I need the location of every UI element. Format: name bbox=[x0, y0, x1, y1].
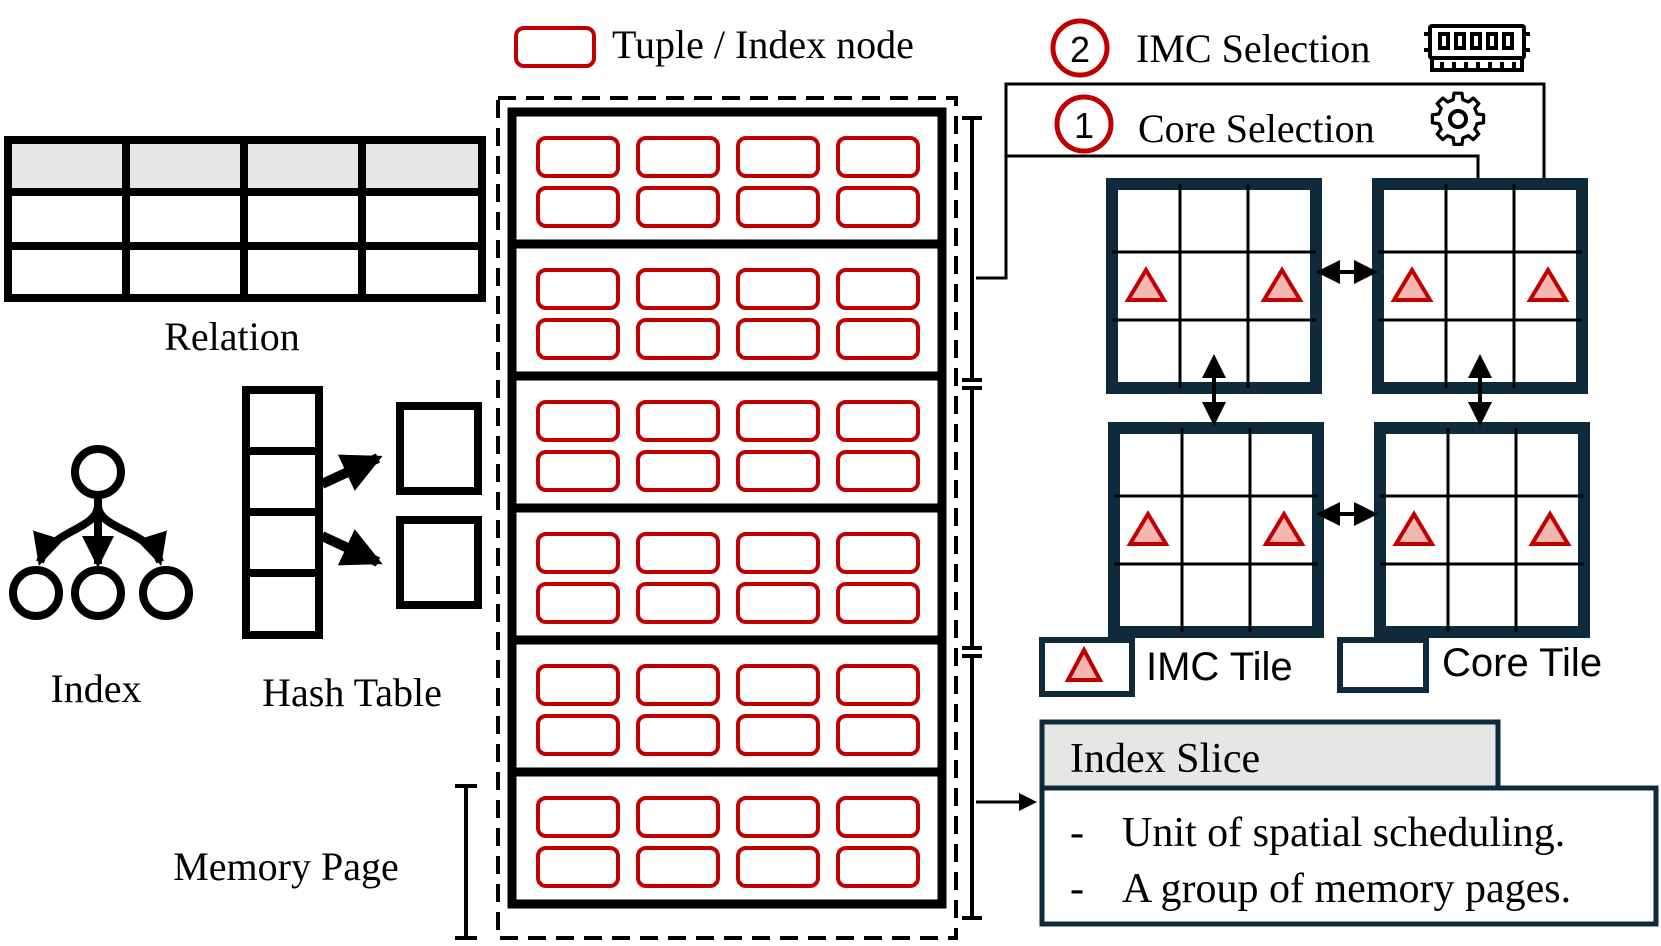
index-slice-bullet-marker-1: - bbox=[1070, 810, 1084, 856]
imc-step-number: 2 bbox=[1070, 29, 1090, 70]
tuple-node bbox=[636, 846, 720, 888]
hash-table-icon bbox=[242, 386, 482, 639]
tuple-node bbox=[636, 714, 720, 756]
imc-triangle-icon bbox=[1528, 510, 1572, 546]
index-label: Index bbox=[50, 666, 141, 711]
core-selection: 1 Core Selection bbox=[1054, 94, 1375, 154]
tuple-node bbox=[636, 582, 720, 624]
core-tile-label: Core Tile bbox=[1442, 641, 1602, 685]
imc-tile-legend: IMC Tile bbox=[1039, 637, 1293, 697]
tuple-legend-label: Tuple / Index node bbox=[612, 22, 914, 67]
tuple-node bbox=[536, 532, 620, 574]
tuple-node bbox=[836, 450, 920, 492]
tuple-node bbox=[836, 796, 920, 838]
tuple-node bbox=[836, 664, 920, 706]
tuple-node bbox=[736, 450, 820, 492]
tuple-node bbox=[636, 400, 720, 442]
tuple-node bbox=[636, 186, 720, 228]
tuple-node bbox=[636, 136, 720, 178]
tuple-node bbox=[836, 532, 920, 574]
tuple-node bbox=[636, 268, 720, 310]
tile-grid bbox=[1106, 178, 1590, 638]
tuple-node bbox=[736, 400, 820, 442]
tuple-node bbox=[736, 582, 820, 624]
tuple-node bbox=[836, 714, 920, 756]
tuple-node bbox=[636, 318, 720, 360]
imc-selection: 2 IMC Selection bbox=[1050, 18, 1370, 78]
hash-table-label: Hash Table bbox=[262, 670, 442, 715]
imc-triangle-icon bbox=[1262, 510, 1306, 546]
tuple-node bbox=[836, 186, 920, 228]
tuple-node bbox=[836, 582, 920, 624]
tuple-node bbox=[836, 846, 920, 888]
index-slice-title: Index Slice bbox=[1070, 736, 1260, 782]
tuple-node bbox=[536, 450, 620, 492]
core-step-number: 1 bbox=[1074, 105, 1094, 146]
imc-tile-label: IMC Tile bbox=[1146, 645, 1293, 689]
tuple-node bbox=[536, 582, 620, 624]
tuple-node bbox=[736, 532, 820, 574]
tuple-node bbox=[636, 796, 720, 838]
tuple-node bbox=[536, 186, 620, 228]
tuple-node bbox=[836, 136, 920, 178]
core-tile-legend: Core Tile bbox=[1337, 637, 1602, 693]
tuple-node bbox=[536, 714, 620, 756]
tuple-node bbox=[736, 318, 820, 360]
imc-triangle-icon bbox=[1390, 266, 1434, 302]
tuple-node bbox=[736, 136, 820, 178]
tile-links bbox=[1202, 260, 1492, 526]
relation-table bbox=[4, 136, 486, 302]
imc-triangle-icon bbox=[1064, 645, 1104, 682]
tuple-node bbox=[836, 400, 920, 442]
imc-triangle-icon bbox=[1260, 266, 1304, 302]
memory-page-bracket bbox=[455, 784, 477, 940]
imc-triangle-icon bbox=[1126, 510, 1170, 546]
tuple-node bbox=[536, 400, 620, 442]
index-slice-bullet-2: A group of memory pages. bbox=[1122, 866, 1571, 912]
tuple-node bbox=[536, 664, 620, 706]
tuple-node bbox=[536, 136, 620, 178]
slice-brackets bbox=[962, 116, 982, 920]
relation-label: Relation bbox=[164, 314, 300, 359]
tuple-node bbox=[736, 186, 820, 228]
memory-pages bbox=[507, 107, 947, 909]
tile bbox=[1108, 422, 1324, 638]
tuple-node bbox=[536, 318, 620, 360]
tuple-node bbox=[736, 268, 820, 310]
tuple-node bbox=[836, 318, 920, 360]
tuple-node bbox=[736, 796, 820, 838]
index-slice-box: Index Slice - Unit of spatial scheduling… bbox=[1039, 719, 1659, 927]
tuple-node bbox=[636, 532, 720, 574]
imc-selection-label: IMC Selection bbox=[1136, 26, 1370, 71]
gear-icon bbox=[1430, 91, 1486, 147]
index-slice-bullet-marker-2: - bbox=[1070, 866, 1084, 912]
legend-tuple: Tuple / Index node bbox=[514, 22, 914, 68]
imc-triangle-icon bbox=[1124, 266, 1168, 302]
tuple-node bbox=[736, 846, 820, 888]
imc-triangle-icon bbox=[1392, 510, 1436, 546]
index-tree-icon bbox=[9, 445, 193, 620]
index-slice-bullet-1: Unit of spatial scheduling. bbox=[1122, 810, 1565, 856]
core-selection-label: Core Selection bbox=[1138, 106, 1375, 151]
tuple-node bbox=[736, 714, 820, 756]
tuple-node bbox=[836, 268, 920, 310]
memory-page-label: Memory Page bbox=[173, 844, 399, 889]
tile bbox=[1106, 178, 1322, 394]
tuple-node bbox=[736, 664, 820, 706]
tuple-node bbox=[536, 268, 620, 310]
memory-region-dashed-outline bbox=[496, 96, 958, 940]
tile bbox=[1372, 178, 1588, 394]
tuple-legend-swatch bbox=[514, 26, 596, 68]
memory-chip-icon bbox=[1424, 24, 1530, 72]
tuple-node bbox=[536, 846, 620, 888]
imc-triangle-icon bbox=[1526, 266, 1570, 302]
tuple-node bbox=[536, 796, 620, 838]
tuple-node bbox=[636, 664, 720, 706]
tile bbox=[1374, 422, 1590, 638]
tuple-node bbox=[636, 450, 720, 492]
